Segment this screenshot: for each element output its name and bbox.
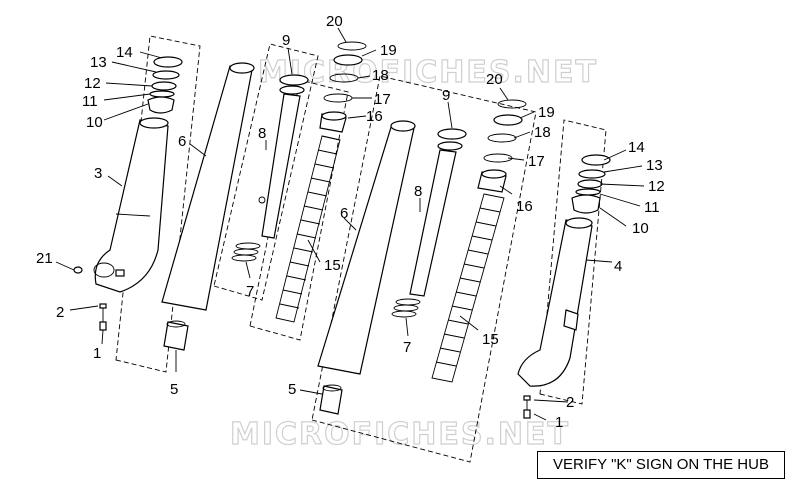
callout-20-left: 20 bbox=[326, 13, 343, 30]
dashed-outline-left-spring bbox=[249, 79, 349, 341]
callout-9-center: 9 bbox=[442, 87, 450, 104]
callout-15-left: 15 bbox=[324, 257, 341, 274]
dashed-outline-left-cartridge bbox=[213, 43, 319, 301]
leader-lines bbox=[55, 27, 645, 421]
callout-2-left: 2 bbox=[56, 304, 64, 321]
callout-19-center: 19 bbox=[538, 104, 555, 121]
callout-8-left: 8 bbox=[258, 125, 266, 142]
dashed-outline-right-fork bbox=[539, 119, 607, 405]
hub-verification-note: VERIFY "K" SIGN ON THE HUB bbox=[537, 451, 785, 479]
cap-stack-center bbox=[477, 99, 527, 193]
dashed-outline-center bbox=[311, 75, 537, 463]
callout-16-left: 16 bbox=[366, 108, 383, 125]
callout-7-left: 7 bbox=[246, 283, 254, 300]
stanchion-tube-left bbox=[161, 62, 255, 351]
damper-rod-left bbox=[258, 74, 309, 239]
callout-19-left: 19 bbox=[380, 42, 397, 59]
callouts: 14 13 12 11 10 3 21 2 1 5 6 8 9 7 15 16 … bbox=[36, 13, 665, 431]
callout-13-left: 13 bbox=[90, 54, 107, 71]
callout-10-left: 10 bbox=[86, 114, 103, 131]
callout-1-right: 1 bbox=[555, 414, 563, 431]
callout-15-center: 15 bbox=[482, 331, 499, 348]
callout-9-left: 9 bbox=[282, 32, 290, 49]
callout-8-center: 8 bbox=[414, 183, 422, 200]
callout-20-center: 20 bbox=[486, 71, 503, 88]
callout-14-right: 14 bbox=[628, 139, 645, 156]
callout-14-left: 14 bbox=[116, 44, 133, 61]
callout-11-right: 11 bbox=[644, 199, 660, 216]
screw-right bbox=[523, 395, 531, 419]
fork-stack-left bbox=[147, 56, 183, 114]
fork-leg-right bbox=[517, 217, 593, 387]
callout-3: 3 bbox=[94, 165, 102, 182]
callout-2-right: 2 bbox=[566, 394, 574, 411]
cap-stack-left bbox=[319, 41, 367, 133]
callout-4: 4 bbox=[614, 258, 622, 275]
main-spring-left bbox=[275, 135, 341, 323]
small-spring-left bbox=[231, 242, 261, 262]
callout-12-right: 12 bbox=[648, 178, 665, 195]
callout-6-center: 6 bbox=[340, 205, 348, 222]
callout-17-center: 17 bbox=[528, 153, 545, 170]
callout-17-left: 17 bbox=[374, 91, 391, 108]
fork-stack-right bbox=[571, 154, 611, 214]
main-spring-center bbox=[431, 193, 505, 383]
stanchion-tube-center bbox=[317, 120, 416, 415]
callout-5-center: 5 bbox=[288, 381, 296, 398]
callout-16-center: 16 bbox=[516, 198, 533, 215]
callout-7-center: 7 bbox=[403, 339, 411, 356]
callout-1-left: 1 bbox=[93, 345, 101, 362]
fork-leg-left bbox=[93, 117, 169, 293]
callout-5-left: 5 bbox=[170, 381, 178, 398]
watermark-top: MICROFICHES.NET bbox=[258, 55, 598, 90]
callout-18-left: 18 bbox=[372, 67, 389, 84]
callout-18-center: 18 bbox=[534, 124, 551, 141]
callout-13-right: 13 bbox=[646, 157, 663, 174]
callout-21: 21 bbox=[36, 250, 53, 267]
small-spring-center bbox=[391, 298, 421, 318]
callout-11-left: 11 bbox=[82, 93, 98, 110]
callout-12-left: 12 bbox=[84, 75, 101, 92]
watermark-bottom: MICROFICHES.NET bbox=[230, 417, 570, 452]
callout-10-right: 10 bbox=[632, 220, 649, 237]
damper-rod-center bbox=[409, 128, 467, 297]
hub-verification-note-text: VERIFY "K" SIGN ON THE HUB bbox=[553, 456, 769, 473]
callout-6-left: 6 bbox=[178, 133, 186, 150]
